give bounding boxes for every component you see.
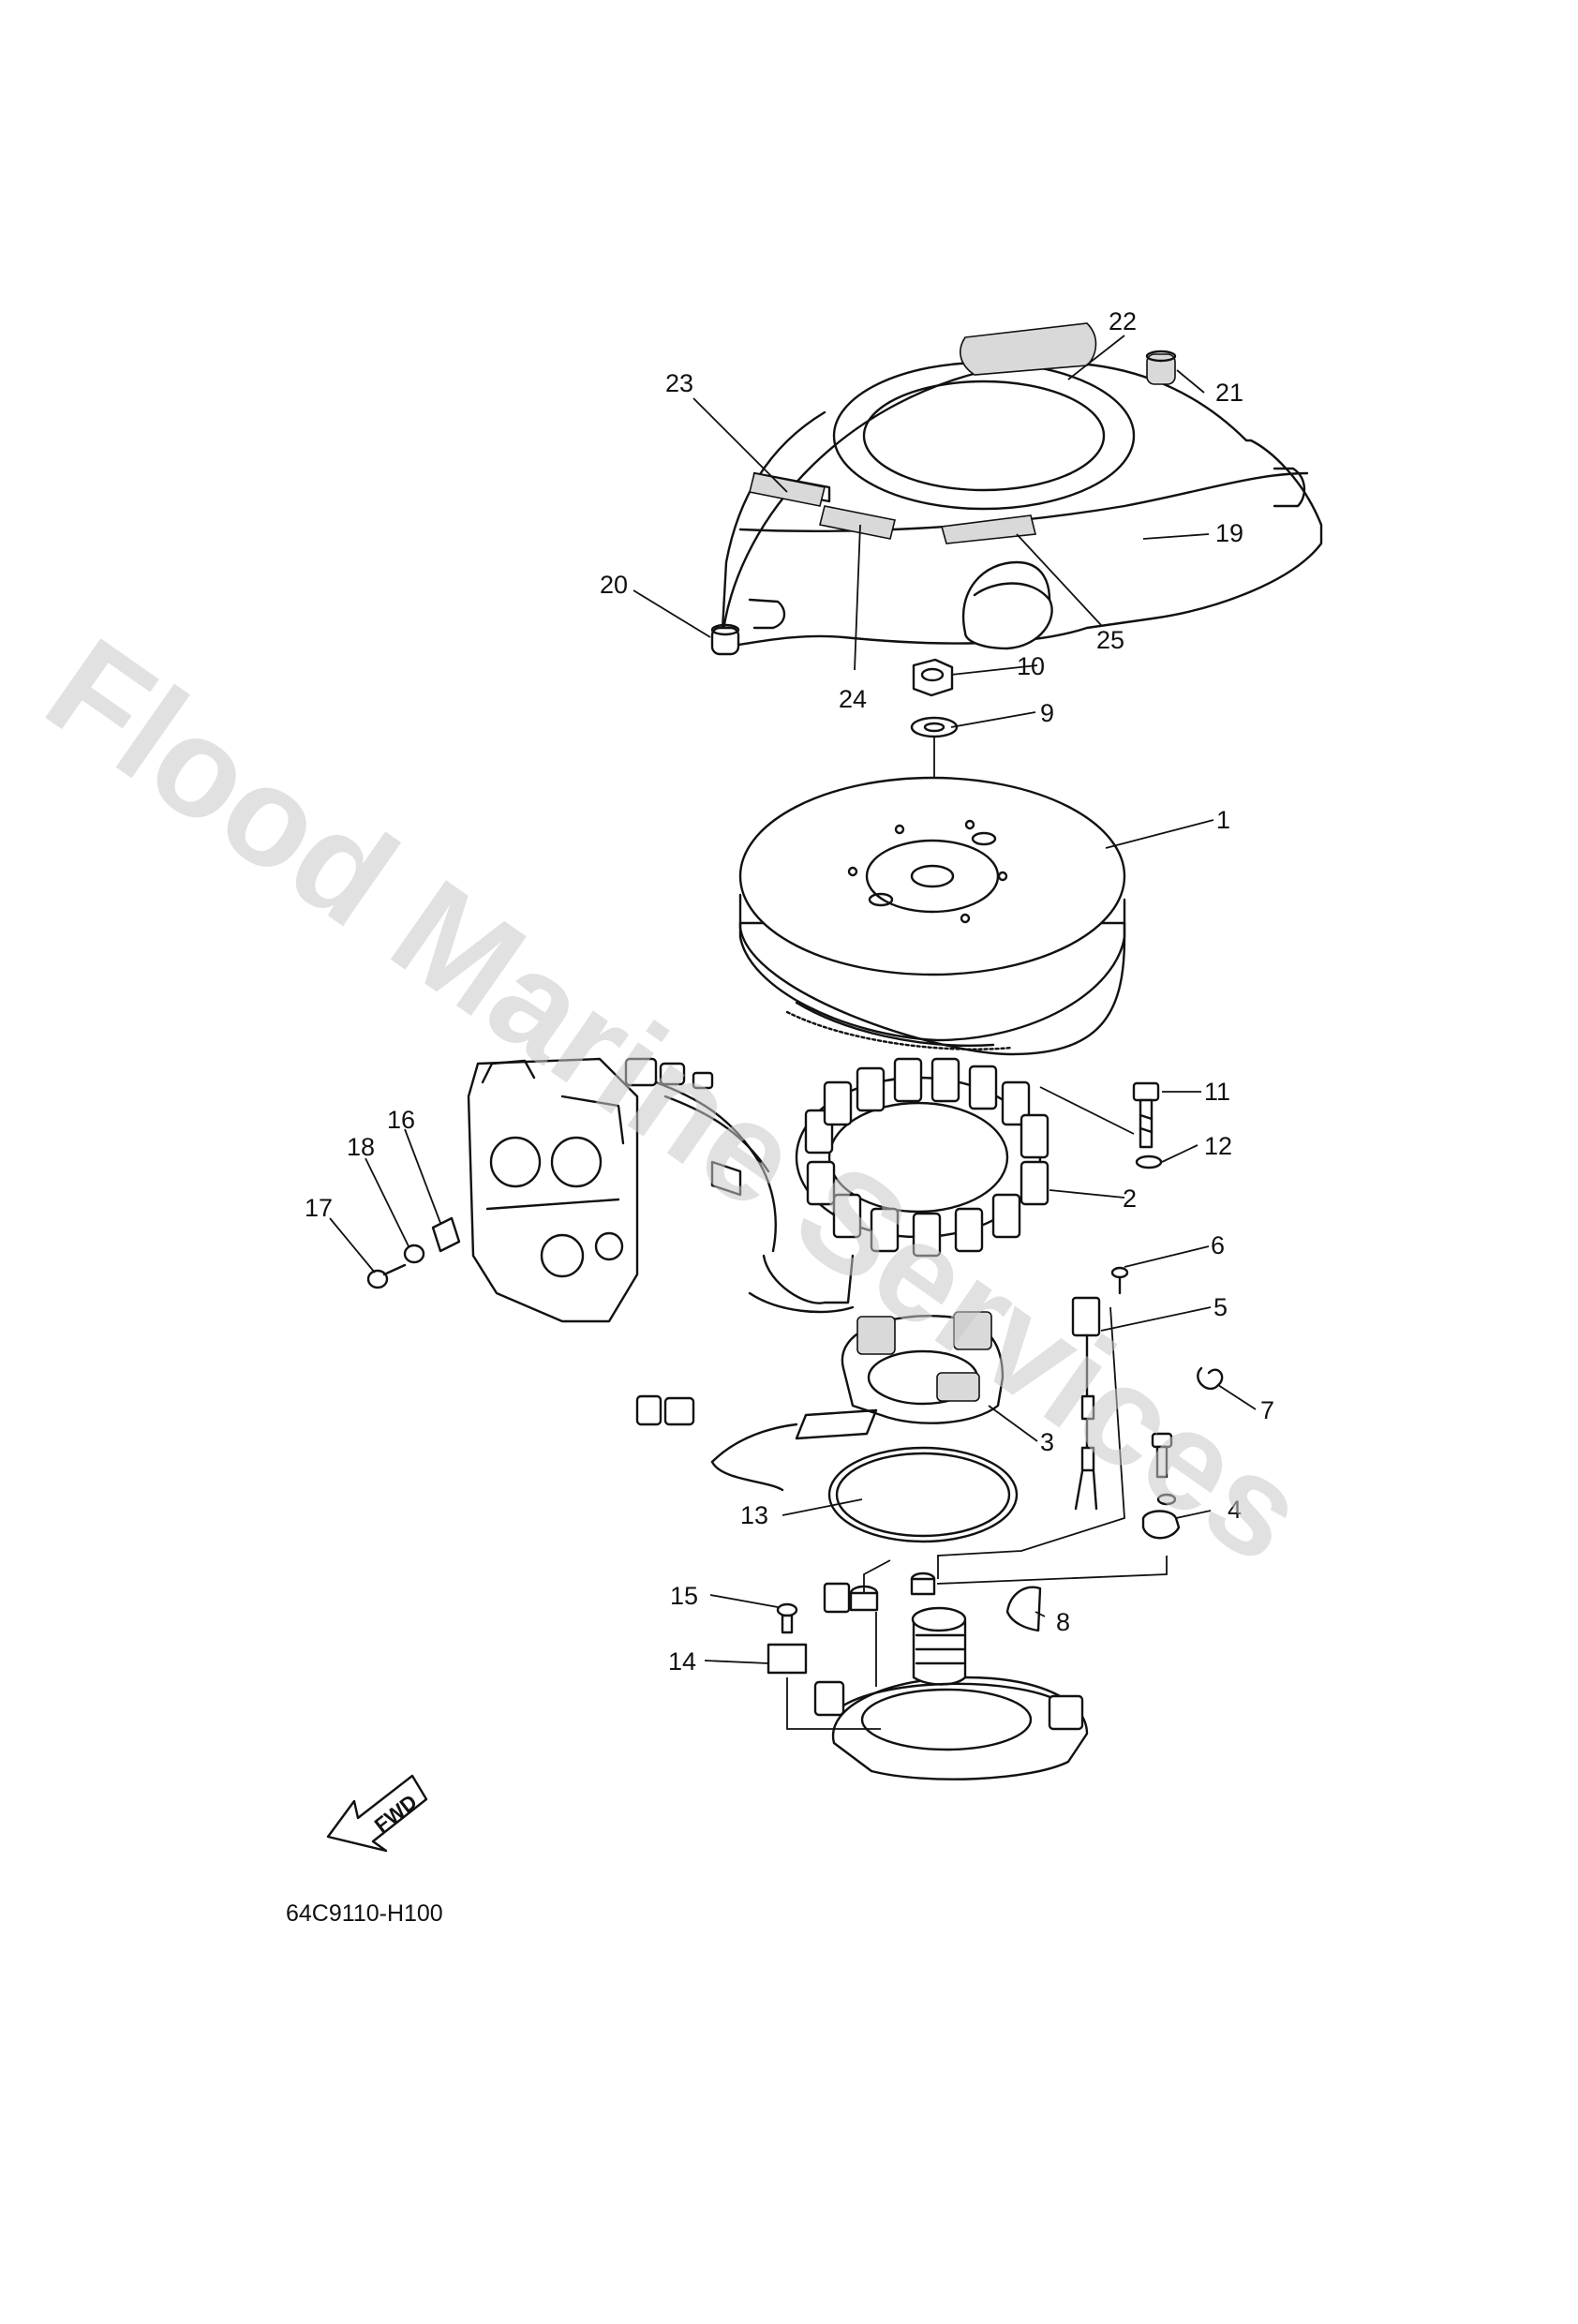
callout-15: 15	[670, 1582, 698, 1610]
callout-12: 12	[1204, 1132, 1232, 1160]
callout-3: 3	[1040, 1428, 1054, 1456]
washer-12	[1135, 1155, 1163, 1169]
screw-15	[776, 1602, 798, 1634]
callout-leaders	[329, 335, 1257, 1664]
callout-6: 6	[1211, 1231, 1225, 1259]
callout-8: 8	[1056, 1608, 1070, 1636]
crank-base	[813, 1606, 1089, 1780]
callout-11: 11	[1204, 1078, 1230, 1106]
circlip	[827, 1446, 1019, 1543]
callout-19: 19	[1215, 519, 1243, 547]
grommet-21	[1145, 350, 1177, 385]
callout-20: 20	[600, 571, 628, 599]
callout-10: 10	[1017, 652, 1045, 680]
pulser-coil	[635, 1311, 1005, 1492]
woodruff-key	[1005, 1586, 1042, 1632]
callout-2: 2	[1123, 1184, 1137, 1213]
callout-18: 18	[347, 1133, 375, 1161]
callout-16: 16	[387, 1106, 415, 1134]
washer-18	[403, 1244, 425, 1264]
callout-9: 9	[1040, 699, 1054, 727]
diagram-code: 64C9110-H100	[286, 1900, 443, 1927]
fwd-arrow-icon: FWD	[326, 1774, 428, 1853]
screw-17	[366, 1263, 407, 1289]
callout-24: 24	[839, 685, 867, 713]
grommet-20	[710, 623, 740, 656]
callout-17: 17	[305, 1194, 333, 1222]
stator-coil	[795, 1057, 1050, 1258]
screw-6	[1110, 1266, 1129, 1295]
bracket-block	[467, 1057, 639, 1323]
spring-16	[431, 1216, 461, 1253]
cable-clamp	[1071, 1296, 1101, 1511]
callout-22: 22	[1109, 307, 1137, 335]
bolt-11	[1132, 1081, 1160, 1149]
callout-14: 14	[668, 1647, 696, 1676]
callout-4: 4	[1228, 1496, 1242, 1524]
callout-23: 23	[665, 369, 693, 397]
callout-7: 7	[1260, 1396, 1274, 1424]
callout-1: 1	[1216, 806, 1230, 834]
flywheel-cover	[720, 322, 1323, 650]
callout-labels: 1 2 3 4 5 6 7 8 9 10 11 12 13 14 15 16 1…	[305, 307, 1274, 1676]
clamp-4	[1141, 1432, 1181, 1540]
pin-collar	[823, 1572, 936, 1614]
nut-10	[912, 658, 954, 697]
washer-9	[910, 716, 959, 738]
callout-25: 25	[1096, 626, 1124, 654]
holder-14	[767, 1643, 808, 1675]
callout-21: 21	[1215, 379, 1243, 407]
callout-13: 13	[740, 1501, 768, 1529]
callout-5: 5	[1213, 1293, 1228, 1321]
flywheel-magneto	[738, 776, 1126, 1056]
wire-harness	[624, 1057, 855, 1314]
assembly-lines	[786, 1086, 1168, 1730]
